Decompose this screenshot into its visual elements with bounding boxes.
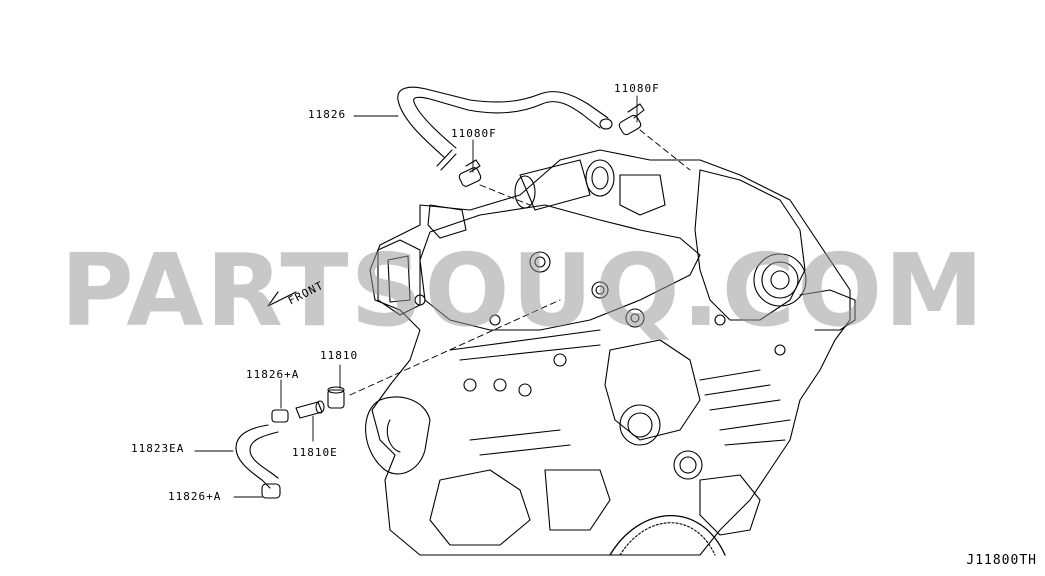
front-arrow-icon — [267, 291, 297, 307]
label-11080f-upper: 11080F — [614, 82, 660, 95]
breather-hose-upper — [397, 86, 613, 171]
diagram-code: J11800TH — [966, 553, 1037, 568]
hose-11823ea — [235, 424, 279, 489]
engine-block — [365, 149, 856, 556]
pcv-valve-11810 — [327, 386, 345, 409]
clamp-11826a-lower — [261, 483, 281, 499]
clamp-upper — [618, 103, 645, 136]
label-11080f-lower: 11080F — [451, 127, 497, 140]
clamp-11826a-upper — [271, 409, 289, 423]
connector-11810e — [295, 400, 325, 419]
label-11810: 11810 — [320, 349, 359, 362]
label-11826-top: 11826 — [308, 108, 347, 121]
leader-lines — [194, 95, 691, 498]
label-11810e: 11810E — [292, 446, 338, 459]
label-11826a-upper: 11826+A — [246, 368, 300, 381]
label-11826a-lower: 11826+A — [168, 490, 222, 503]
label-11823ea: 11823EA — [131, 442, 185, 455]
clamp-lower — [458, 159, 482, 187]
